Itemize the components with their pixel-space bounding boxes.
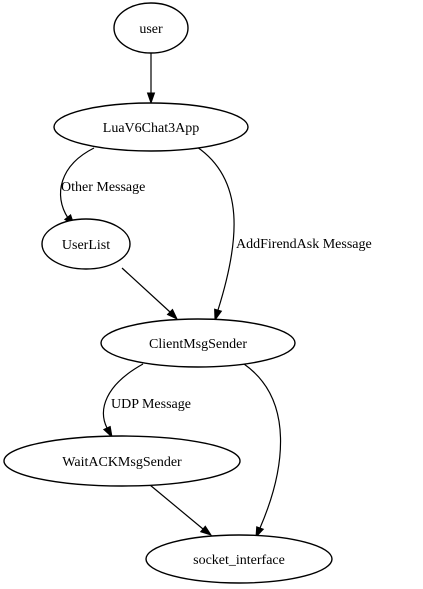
node-label-clientmsgsender: ClientMsgSender — [149, 337, 247, 352]
node-userlist: UserList — [41, 218, 131, 270]
node-user: user — [113, 2, 189, 54]
edge-app-to-sender: AddFirendAsk Message — [196, 146, 372, 322]
node-clientmsgsender: ClientMsgSender — [100, 318, 296, 368]
edge-app-to-userlist: Other Message — [59, 147, 145, 227]
edge-user-to-app — [146, 53, 156, 105]
node-label-userlist: UserList — [62, 238, 110, 253]
edge-sender-to-socket — [243, 363, 282, 539]
edge-userlist-to-sender — [121, 267, 179, 321]
node-waitackmsgsender: WaitACKMsgSender — [3, 435, 241, 487]
node-label-socket-interface: socket_interface — [193, 553, 285, 568]
node-label-luav6chat3app: LuaV6Chat3App — [103, 121, 199, 136]
edge-label-udp-message: UDP Message — [111, 397, 191, 412]
node-label-user: user — [139, 22, 163, 37]
edge-sender-to-ack: UDP Message — [102, 363, 191, 439]
edge-ack-to-socket — [149, 484, 213, 536]
node-socket-interface: socket_interface — [145, 534, 333, 584]
edge-label-addfirendask-message: AddFirendAsk Message — [236, 237, 372, 252]
node-label-waitackmsgsender: WaitACKMsgSender — [62, 455, 182, 470]
edge-label-other-message: Other Message — [61, 180, 145, 195]
node-luav6chat3app: LuaV6Chat3App — [53, 102, 249, 152]
